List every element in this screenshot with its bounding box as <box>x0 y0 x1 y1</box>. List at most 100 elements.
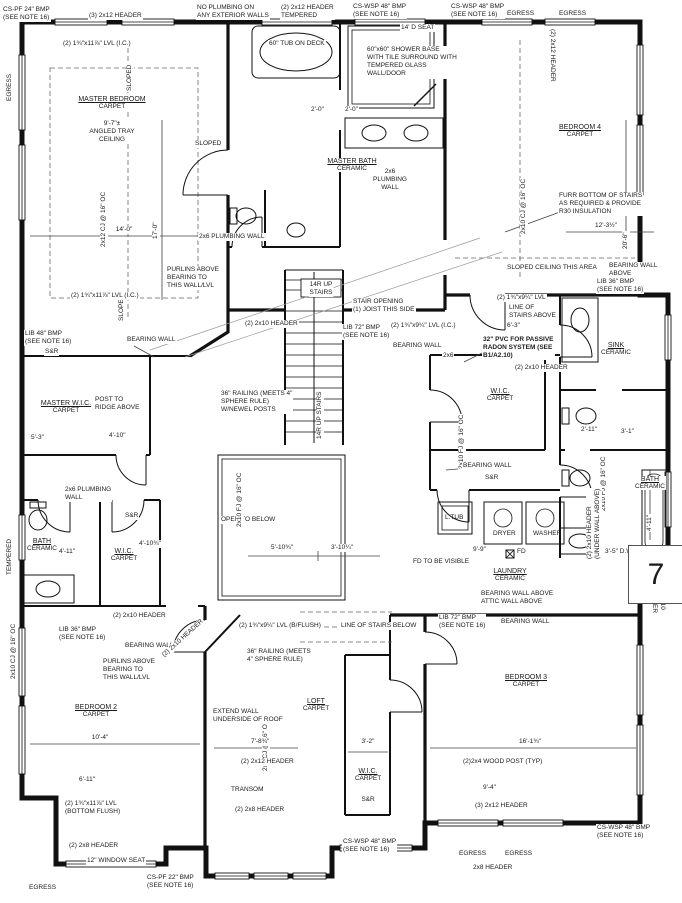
purlins-note: PURLINS ABOVE BEARING TO THIS WALL/LVL <box>166 266 221 291</box>
dim-label: 3'-2" <box>360 738 376 747</box>
sheet-number: 7 <box>647 557 665 591</box>
floor-drain-label: FD <box>516 548 527 557</box>
header-label: (2) 2x8 HEADER <box>234 806 286 815</box>
joist-label: 2x10 CJ @ 16" OC <box>520 177 529 235</box>
bracing-label: LIB 36" BMP (SEE NOTE 16) <box>58 626 107 643</box>
dim-label: 4'-10" <box>108 432 127 441</box>
room-floor: CERAMIC <box>27 545 57 552</box>
dim-label: 4'-10¾" <box>138 540 162 549</box>
room-label-bedroom-4: BEDROOM 4 CARPET <box>557 124 603 138</box>
room-name: BATH <box>640 476 660 483</box>
transom-label: TRANSOM <box>230 786 265 795</box>
lvl-label: (2) 1¾"x9¼" LVL (I.C.) <box>390 322 457 331</box>
vanity-master-icon <box>344 117 444 149</box>
sloped-ceiling-note: SLOPED CEILING THIS AREA <box>506 264 598 273</box>
room-floor: CERAMIC <box>337 165 367 172</box>
bracing-label: CS-PF 24" BMP (SEE NOTE 16) <box>2 6 51 23</box>
room-name: BEDROOM 3 <box>504 674 548 681</box>
room-label-bath-right: BATH CERAMIC <box>634 476 666 490</box>
header-label: (2) 2x10 HEADER <box>112 612 167 621</box>
bearing-wall-label: BEARING WALL <box>462 462 513 471</box>
sheet-number-box: 7 <box>628 545 682 604</box>
room-floor: CERAMIC <box>635 483 665 490</box>
furr-note: FURR BOTTOM OF STAIRS AS REQUIRED & PROV… <box>558 192 644 217</box>
bracing-label: CS-WSP 48" BMP (SEE NOTE 16) <box>352 3 408 20</box>
dim-label: 14'-0" <box>114 226 134 235</box>
bearing-wall-label: BEARING WALL <box>500 618 551 627</box>
bracing-label: CS-WSP 48" BMP (SEE NOTE 16) <box>596 824 652 841</box>
dim-label: 3'-10¼" <box>330 544 354 553</box>
line-of-stairs-label: LINE OF STAIRS ABOVE <box>508 304 557 321</box>
stairs-up-label: 14R UP STAIRS <box>308 281 334 298</box>
dim-label: 7'-8¾" <box>250 738 271 747</box>
railing-note: 36" RAILING (MEETS 4" SPHERE RULE) <box>246 648 312 665</box>
dim-label: 9'-4" <box>482 784 497 793</box>
room-floor: CARPET <box>110 555 138 562</box>
room-name: MASTER W.I.C. <box>40 400 92 407</box>
hidden-lines <box>49 40 635 643</box>
ceiling-note: 9'-7"± ANGLED TRAY CEILING <box>88 120 136 145</box>
radon-note: 32" PVC FOR PASSIVE RADON SYSTEM (SEE B1… <box>482 336 555 361</box>
stud-label: 2x6 <box>442 352 455 361</box>
open-to-below-railing <box>217 454 346 601</box>
header-label: (2) 2x12 HEADER <box>240 758 295 767</box>
shelf-rod-label: S&R <box>44 348 60 357</box>
exterior-walls <box>19 19 671 879</box>
header-label: (2) 2x10 HEADER <box>514 364 569 373</box>
bracing-label: LIB 48" BMP (SEE NOTE 16) <box>24 330 73 347</box>
dim-label: 3'-1" <box>620 428 635 437</box>
open-to-below-label: OPEN TO BELOW <box>220 516 277 525</box>
bracing-label: CS-WSP 48" BMP (SEE NOTE 16) <box>342 838 398 855</box>
lvl-label: (2) 1¾"x11⅞" LVL (BOTTOM FLUSH) <box>64 800 122 817</box>
room-floor: CARPET <box>98 103 126 110</box>
dim-label: 20'-6" <box>622 231 631 250</box>
header-label: (2) 2x10 HEADER <box>244 320 299 329</box>
dim-label: 6'-11" <box>78 776 97 785</box>
room-floor: CARPET <box>82 711 110 718</box>
bearing-attic-note: BEARING WALL ABOVE ATTIC WALL ABOVE <box>480 590 555 607</box>
dim-label: 2'-0" <box>344 106 359 115</box>
dim-label: 4'-11" <box>58 548 77 557</box>
washer-label: WASHER <box>533 530 562 537</box>
room-name: W.I.C. <box>114 548 134 555</box>
room-floor: CARPET <box>302 705 330 712</box>
room-floor: CARPET <box>354 775 382 782</box>
lvl-label: (2) 1¾"x11⅞" LVL (I.C.) <box>62 40 132 49</box>
room-name: MASTER BEDROOM <box>78 96 146 103</box>
room-name: W.I.C. <box>490 388 510 395</box>
room-name: LOFT <box>307 698 325 705</box>
lvl-label: (2) 1¾"x9¼" LVL <box>496 294 547 303</box>
laundry-tub-label: L.TUB <box>445 514 464 521</box>
plumbing-wall-note: 2x6 PLUMBING WALL <box>372 168 408 193</box>
interior-walls <box>22 22 668 848</box>
fd-note: FD TO BE VISIBLE <box>412 558 471 567</box>
vanity-sink-room-icon <box>561 297 599 425</box>
room-label-bedroom-2: BEDROOM 2 CARPET <box>73 704 119 718</box>
joist-label: 2x10 CJ @ 16" OC <box>10 622 19 680</box>
room-floor: CERAMIC <box>495 575 525 582</box>
dim-label: 3'-5" D.W. <box>604 548 635 557</box>
egress-label: EGRESS <box>6 72 15 102</box>
dim-label: 5'-3" <box>30 434 45 443</box>
toilet-master-icon <box>229 207 306 238</box>
bath-left-fixtures-icon <box>21 501 75 604</box>
extend-wall-note: EXTEND WALL UNDERSIDE OF ROOF <box>212 708 284 725</box>
egress-label: EGRESS <box>558 10 588 19</box>
header-label: 2x8 HEADER <box>472 864 514 873</box>
egress-label: EGRESS <box>458 850 488 859</box>
lvl-label: (2) 1¾"x11⅞" LVL (I.C.) <box>70 292 140 301</box>
bearing-wall-label: BEARING WALL ABOVE <box>608 262 682 279</box>
tempered-label: TEMPERED <box>6 537 15 576</box>
plumbing-wall-note: 2x6 PLUMBING WALL <box>64 486 113 503</box>
post-note: POST TO RIDGE ABOVE <box>94 396 141 413</box>
bearing-wall-label: BEARING WALL <box>126 336 177 345</box>
room-label-master-bedroom: MASTER BEDROOM CARPET <box>77 96 147 110</box>
header-label: (2) 2x12 HEADER <box>547 28 556 83</box>
dim-label: 5'-10¾" <box>270 544 294 553</box>
tub-label: 60" TUB ON DECK <box>268 40 326 49</box>
room-name: W.I.C. <box>358 768 378 775</box>
room-label-loft: LOFT CARPET <box>301 698 331 712</box>
window-seat-note: 12" WINDOW SEAT <box>86 857 147 866</box>
bracing-label: LIB 72" BMP (SEE NOTE 16) <box>438 614 487 631</box>
